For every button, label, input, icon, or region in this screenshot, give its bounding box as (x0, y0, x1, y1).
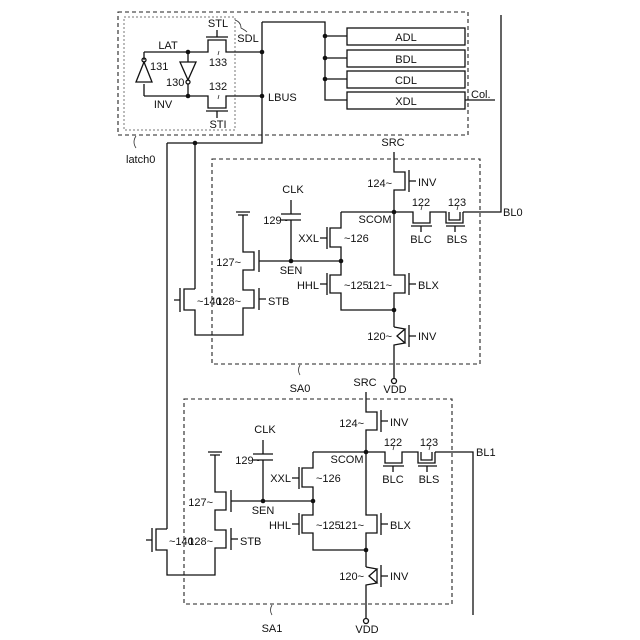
sense-amp-0: SRC 124~ INV 122 BLC 123 BLS SCOM XXL ~1… (174, 137, 480, 396)
transistor-140-label: ~140 (169, 536, 194, 548)
transistor-123-label: 123 (420, 437, 438, 449)
transistor-121-label: 121~ (339, 520, 364, 532)
transistor-140-label: ~140 (197, 296, 222, 308)
register-label: XDL (395, 96, 416, 108)
lbus-to-sa-wires (167, 143, 195, 529)
transistor-123-gate-label: BLS (419, 474, 440, 486)
capacitor-129-label: 129~ (263, 215, 288, 227)
inv-label: INV (154, 99, 173, 111)
latch-block: ADL BDL CDL XDL STL SDL LAT 131 130 133 … (118, 12, 495, 166)
transistor-120-label: 120~ (367, 331, 392, 343)
sdl-label: SDL (237, 33, 258, 45)
clk-label: CLK (254, 424, 276, 436)
register-label: BDL (395, 54, 416, 66)
bitline-1-label: BL1 (476, 447, 496, 459)
sense-amp-1: SRC 124~ INV 122 BLC 123 BLS SCOM XXL ~1… (146, 377, 452, 636)
sense-amp-name: SA0 (290, 383, 311, 395)
vdd-terminal-icon (364, 619, 369, 624)
src-label: SRC (353, 377, 376, 389)
sense-amp-boundary (212, 159, 480, 364)
stl-label: STL (208, 18, 228, 30)
transistor-125-gate-label: HHL (297, 280, 319, 292)
transistor-125-label: ~125 (344, 280, 369, 292)
transistor-126-label: ~126 (344, 233, 369, 245)
sense-amp-boundary (184, 399, 452, 604)
transistor-126-label: ~126 (316, 473, 341, 485)
transistor-123-label: 123 (448, 197, 466, 209)
register-adl: ADL (347, 28, 465, 45)
transistor-123-gate-label: BLS (447, 234, 468, 246)
vdd-label: VDD (355, 624, 378, 636)
sen-label: SEN (252, 505, 275, 517)
transistor-121-label: 121~ (367, 280, 392, 292)
bitline-1-wire (435, 452, 473, 615)
register-xdl: XDL (347, 92, 465, 109)
sen-label: SEN (280, 265, 303, 277)
transistor-132-label: 132 (209, 81, 227, 93)
col-label: Col. (471, 89, 491, 101)
transistor-121-gate-label: BLX (390, 520, 411, 532)
lbus-label: LBUS (268, 92, 297, 104)
sense-amp-name: SA1 (262, 623, 283, 635)
transistor-124-gate-label: INV (418, 177, 437, 189)
latch-name-label: latch0 (126, 154, 155, 166)
vdd-terminal-icon (392, 379, 397, 384)
scom-label: SCOM (331, 454, 364, 466)
transistor-133-label: 133 (209, 57, 227, 69)
transistor-122-gate-label: BLC (410, 234, 431, 246)
transistor-125-gate-label: HHL (269, 520, 291, 532)
transistor-120-label: 120~ (339, 571, 364, 583)
sdl-boundary (124, 17, 235, 130)
transistor-120-gate-label: INV (390, 571, 409, 583)
vdd-label: VDD (383, 384, 406, 396)
transistor-127-label: 127~ (216, 257, 241, 269)
src-label: SRC (381, 137, 404, 149)
register-bdl: BDL (347, 50, 465, 67)
transistor-124-label: 124~ (339, 418, 364, 430)
inverter-130-label: 130 (166, 77, 184, 89)
register-label: CDL (395, 75, 417, 87)
transistor-128-gate-label: STB (240, 536, 261, 548)
capacitor-129-label: 129~ (235, 455, 260, 467)
scom-label: SCOM (359, 214, 392, 226)
register-cdl: CDL (347, 71, 465, 88)
bitline-0-wire (463, 15, 501, 212)
bitline-0-label: BL0 (503, 207, 523, 219)
transistor-128-gate-label: STB (268, 296, 289, 308)
transistor-124-label: 124~ (367, 178, 392, 190)
transistor-127-label: 127~ (188, 497, 213, 509)
transistor-122-gate-label: BLC (382, 474, 403, 486)
inverter-131-label: 131 (150, 61, 168, 73)
transistor-122-label: 122 (384, 437, 402, 449)
transistor-121-gate-label: BLX (418, 280, 439, 292)
transistor-126-gate-label: XXL (270, 473, 291, 485)
register-label: ADL (395, 32, 416, 44)
transistor-120-gate-label: INV (418, 331, 437, 343)
transistor-124-gate-label: INV (390, 417, 409, 429)
lat-label: LAT (158, 40, 178, 52)
transistor-125-label: ~125 (316, 520, 341, 532)
clk-label: CLK (282, 184, 304, 196)
sti-label: STI (209, 119, 226, 131)
transistor-126-gate-label: XXL (298, 233, 319, 245)
transistor-122-label: 122 (412, 197, 430, 209)
